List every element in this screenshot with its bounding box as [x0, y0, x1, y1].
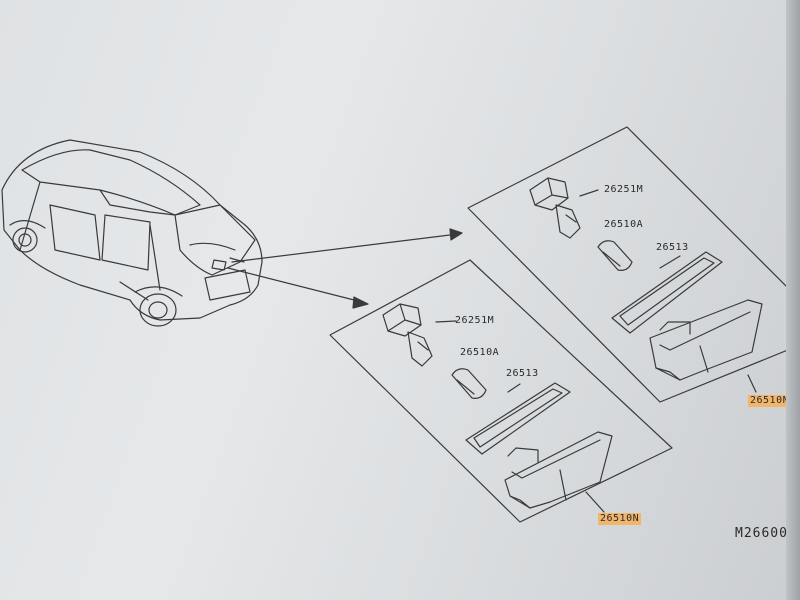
lower-bulb	[451, 368, 487, 399]
monitor-bezel	[786, 0, 800, 600]
arrow-lower	[227, 267, 369, 309]
label-upper-bulb: 26510A	[604, 219, 644, 230]
arrow-upper	[231, 228, 463, 263]
upper-lamp-housing	[649, 299, 763, 393]
label-lower-bulb: 26510A	[460, 347, 500, 358]
lower-holder-socket	[382, 303, 457, 367]
label-upper-holder: 26251M	[604, 184, 644, 195]
upper-lens	[611, 251, 723, 334]
lower-lamp-housing	[504, 431, 613, 513]
panel-lower-outline	[329, 259, 673, 523]
upper-holder-socket	[529, 177, 599, 239]
drawing-number: M266002	[735, 526, 797, 541]
upper-bulb	[597, 240, 633, 271]
panel-upper-outline	[467, 126, 800, 403]
label-lower-lamp: 26510N	[598, 513, 642, 525]
label-upper-lens: 26513	[656, 242, 689, 253]
lower-lens	[465, 382, 571, 455]
label-lower-lens: 26513	[506, 368, 539, 379]
label-upper-lamp: 26510N	[748, 395, 792, 407]
car-illustration	[1, 139, 263, 327]
label-lower-holder: 26251M	[455, 315, 495, 326]
